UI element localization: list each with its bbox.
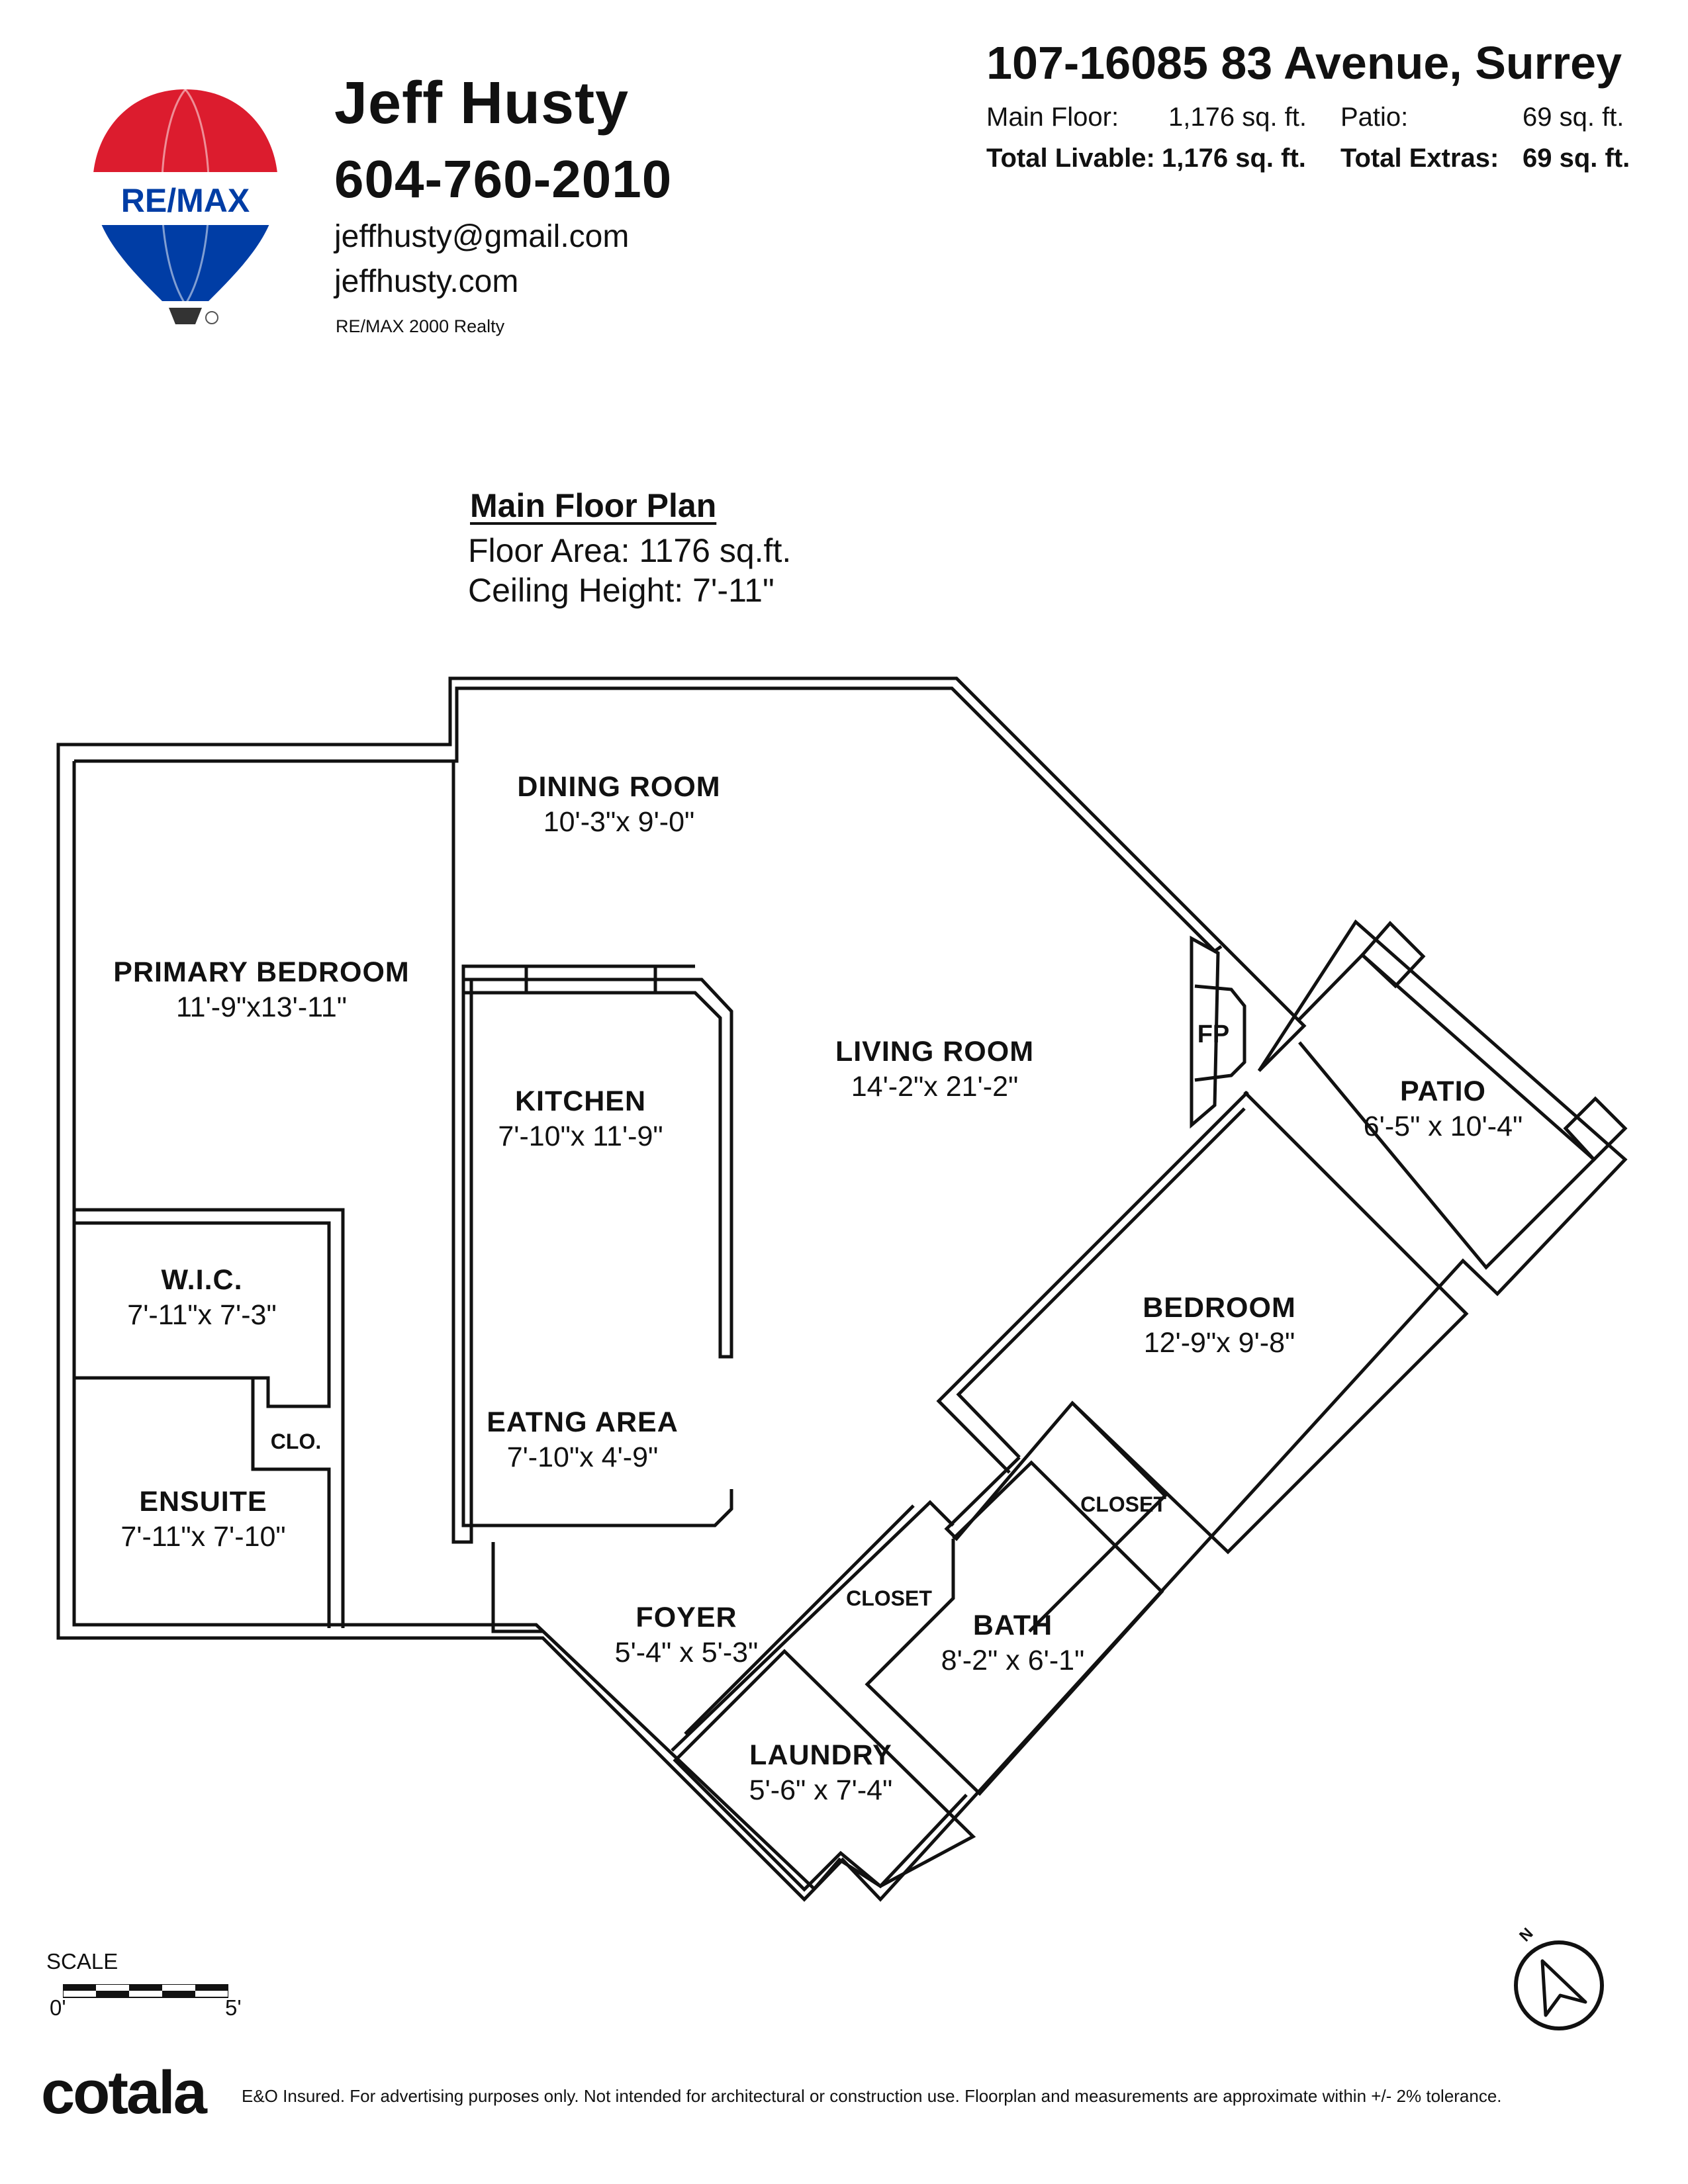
agent-email: jeffhusty@gmail.com (334, 219, 630, 254)
total-livable-value: 1,176 sq. ft. (1162, 144, 1306, 173)
total-extras-value: 69 sq. ft. (1523, 144, 1630, 173)
plan-title: Main Floor Plan (470, 487, 717, 524)
room-dims: 10'-3"x 9'-0" (543, 806, 695, 838)
room-name: EATNG AREA (487, 1406, 679, 1438)
foyer-wall (491, 1542, 543, 1633)
ceiling-height: Ceiling Height: 7'-11" (468, 572, 774, 609)
bedroom-box (1071, 1091, 1469, 1555)
room-name: BEDROOM (1143, 1292, 1296, 1324)
primary-bedroom-wall (74, 759, 473, 1544)
floor-area: Floor Area: 1176 sq.ft. (468, 532, 792, 569)
room-wic: W.I.C. 7'-11"x 7'-3" (127, 1264, 276, 1332)
room-dims: 7'-10"x 4'-9" (506, 1441, 659, 1473)
room-name: ENSUITE (139, 1486, 267, 1518)
laundry-wall (673, 1649, 976, 1892)
room-living: LIVING ROOM 14'-2"x 21'-2" (835, 1036, 1034, 1103)
fireplace-hearth (1194, 984, 1246, 1082)
fireplace (1190, 935, 1220, 1129)
ensuite-wall (74, 1376, 331, 1628)
room-dims: 7'-10"x 11'-9" (498, 1120, 663, 1152)
room-dims: 7'-11"x 7'-3" (127, 1299, 277, 1331)
scale-start: 0' (50, 1995, 66, 2020)
disclaimer: E&O Insured. For advertising purposes on… (242, 2086, 1502, 2106)
room-eating-area: EATNG AREA 7'-10"x 4'-9" (487, 1406, 679, 1474)
room-name: FOYER (635, 1602, 737, 1633)
room-dims: 11'-9"x13'-11" (175, 991, 348, 1023)
room-name: DINING ROOM (517, 771, 721, 803)
agent-website: jeffhusty.com (334, 264, 519, 299)
room-primary-bedroom: PRIMARY BEDROOM 11'-9"x13'-11" (113, 956, 409, 1024)
room-kitchen: KITCHEN 7'-10"x 11'-9" (498, 1085, 663, 1153)
scale-bar (63, 1984, 228, 1998)
room-name: PATIO (1399, 1075, 1486, 1107)
room-name: PRIMARY BEDROOM (113, 956, 410, 988)
room-laundry: LAUNDRY 5'-6" x 7'-4" (749, 1739, 893, 1807)
patio-post-2 (1563, 1096, 1628, 1162)
room-dims: 12'-9"x 9'-8" (1143, 1327, 1295, 1359)
kitchen-wall (461, 979, 733, 1527)
room-patio: PATIO 6'-5" x 10'-4" (1364, 1075, 1523, 1143)
room-dims: 14'-2"x 21'-2" (851, 1071, 1019, 1103)
property-address: 107-16085 83 Avenue, Surrey (986, 37, 1622, 89)
kitchen-counter-2 (461, 964, 695, 993)
total-livable-label: Total Livable: (986, 144, 1155, 173)
bath-wall (865, 1460, 1164, 1796)
compass-north: N (1516, 1925, 1536, 1945)
main-floor-label: Main Floor: (986, 103, 1119, 132)
cotala-logo: cotala (41, 2059, 207, 2126)
room-name: LIVING ROOM (835, 1036, 1035, 1068)
compass-icon: N (1514, 1925, 1604, 2030)
room-name: BATH (972, 1610, 1053, 1641)
remax-wordmark: RE/MAX (121, 182, 250, 219)
plan-info: Floor Area: 1176 sq.ft. Ceiling Height: … (468, 531, 791, 610)
agent-phone: 604-760-2010 (334, 150, 673, 208)
foyer-closet-wall (671, 1500, 955, 1752)
primary-bedroom-divider (74, 1208, 345, 1628)
room-ensuite: ENSUITE 7'-11"x 7'-10" (120, 1486, 285, 1553)
patio-label: Patio: (1340, 103, 1409, 132)
room-name: W.I.C. (161, 1264, 243, 1296)
closet-foyer-wall (684, 1504, 915, 1735)
room-bedroom: BEDROOM 12'-9"x 9'-8" (1143, 1292, 1296, 1359)
kitchen-counter (463, 978, 733, 1359)
patio-post-1 (1360, 921, 1426, 989)
closet-label-wic: CLO. (270, 1430, 322, 1453)
agent-name: Jeff Husty (334, 70, 630, 136)
outer-wall (56, 676, 1628, 1902)
room-dims: 5'-6" x 7'-4" (749, 1774, 893, 1806)
main-floor-value: 1,176 sq. ft. (1168, 103, 1307, 132)
room-dims: 6'-5" x 10'-4" (1363, 1111, 1523, 1142)
closet-label-foyer: CLOSET (846, 1586, 932, 1610)
scale-label: SCALE (46, 1949, 118, 1974)
closet-label-bedroom: CLOSET (1080, 1492, 1166, 1516)
room-dims: 7'-11"x 7'-10" (120, 1521, 286, 1553)
bedroom-wall-inner (956, 1107, 1246, 1459)
agent-brokerage: RE/MAX 2000 Realty (336, 316, 505, 336)
bedroom-wall (936, 1091, 1249, 1474)
room-name: KITCHEN (514, 1085, 647, 1117)
room-name: LAUNDRY (749, 1739, 892, 1771)
total-extras-label: Total Extras: (1340, 144, 1499, 173)
room-dims: 8'-2" x 6'-1" (941, 1645, 1085, 1676)
patio-value: 69 sq. ft. (1523, 103, 1624, 132)
remax-balloon-logo: RE/MAX (93, 89, 278, 324)
fireplace-label: FP (1197, 1021, 1230, 1048)
room-foyer: FOYER 5'-4" x 5'-3" (615, 1602, 759, 1669)
closet-wall (944, 1400, 1168, 1633)
room-dining: DINING ROOM 10'-3"x 9'-0" (517, 771, 720, 839)
room-dims: 5'-4" x 5'-3" (614, 1637, 759, 1668)
room-bath: BATH 8'-2" x 6'-1" (941, 1610, 1085, 1677)
scale-end: 5' (225, 1995, 242, 2020)
